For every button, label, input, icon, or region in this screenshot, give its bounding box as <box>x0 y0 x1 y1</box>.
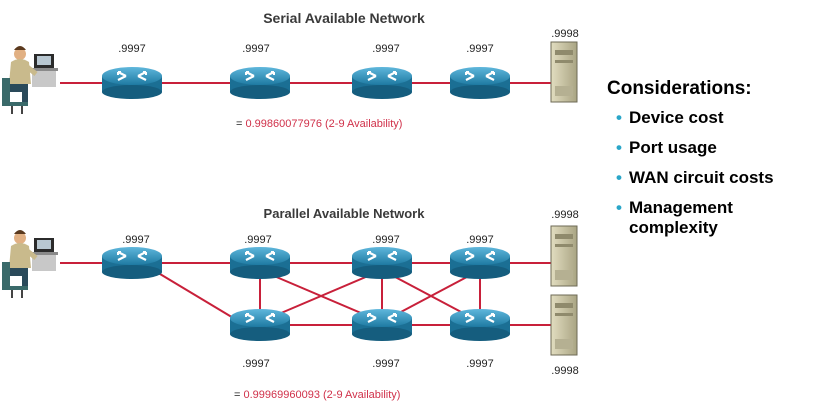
server-icon <box>550 294 578 356</box>
availability-label: .9997 <box>242 43 270 55</box>
bullet-icon: • <box>616 138 622 157</box>
availability-label: .9997 <box>466 234 494 246</box>
parallel-title: Parallel Available Network <box>264 206 426 221</box>
network-diagram: Serial Available Network .9997 .9997 .99… <box>0 10 579 401</box>
considerations-panel: Considerations: • Device cost • Port usage… <box>607 78 827 248</box>
availability-label: .9997 <box>244 234 272 246</box>
list-item: • Device cost <box>607 108 819 128</box>
server-availability-label: .9998 <box>551 365 579 377</box>
item-label: Port usage <box>629 138 717 157</box>
availability-label: .9997 <box>122 234 150 246</box>
router-icon <box>350 65 414 101</box>
item-label: Management complexity <box>629 198 733 237</box>
bullet-icon: • <box>616 198 622 217</box>
server-availability-label: .9998 <box>551 209 579 221</box>
considerations-list: • Device cost • Port usage • WAN circuit co… <box>607 108 827 238</box>
user-at-workstation-icon <box>2 230 58 298</box>
item-label: Device cost <box>629 108 724 127</box>
router-icon <box>228 307 292 343</box>
item-label: WAN circuit costs <box>629 168 774 187</box>
bullet-icon: • <box>616 168 622 187</box>
router-icon <box>228 65 292 101</box>
server-icon <box>550 41 578 103</box>
availability-label: .9997 <box>372 234 400 246</box>
availability-label: .9997 <box>372 358 400 370</box>
parallel-result: = 0.99969960093 (2-9 Availability) <box>234 389 400 401</box>
router-icon <box>100 245 164 281</box>
bullet-icon: • <box>616 108 622 127</box>
availability-label: .9997 <box>242 358 270 370</box>
user-at-workstation-icon <box>2 46 58 114</box>
considerations-heading: Considerations: <box>607 78 752 99</box>
server-availability-label: .9998 <box>551 28 579 40</box>
list-item: • Port usage <box>607 138 819 158</box>
serial-result: = 0.99860077976 (2-9 Availability) <box>236 118 402 130</box>
router-icon <box>350 307 414 343</box>
availability-label: .9997 <box>118 43 146 55</box>
list-item: • WAN circuit costs <box>607 168 819 188</box>
router-icon <box>448 245 512 281</box>
availability-label: .9997 <box>466 43 494 55</box>
server-icon <box>550 225 578 287</box>
serial-title: Serial Available Network <box>263 10 425 26</box>
router-icon <box>228 245 292 281</box>
availability-label: .9997 <box>372 43 400 55</box>
router-icon <box>448 307 512 343</box>
availability-label: .9997 <box>466 358 494 370</box>
router-icon <box>448 65 512 101</box>
list-item: • Management complexity <box>607 198 819 238</box>
router-icon <box>100 65 164 101</box>
router-icon <box>350 245 414 281</box>
